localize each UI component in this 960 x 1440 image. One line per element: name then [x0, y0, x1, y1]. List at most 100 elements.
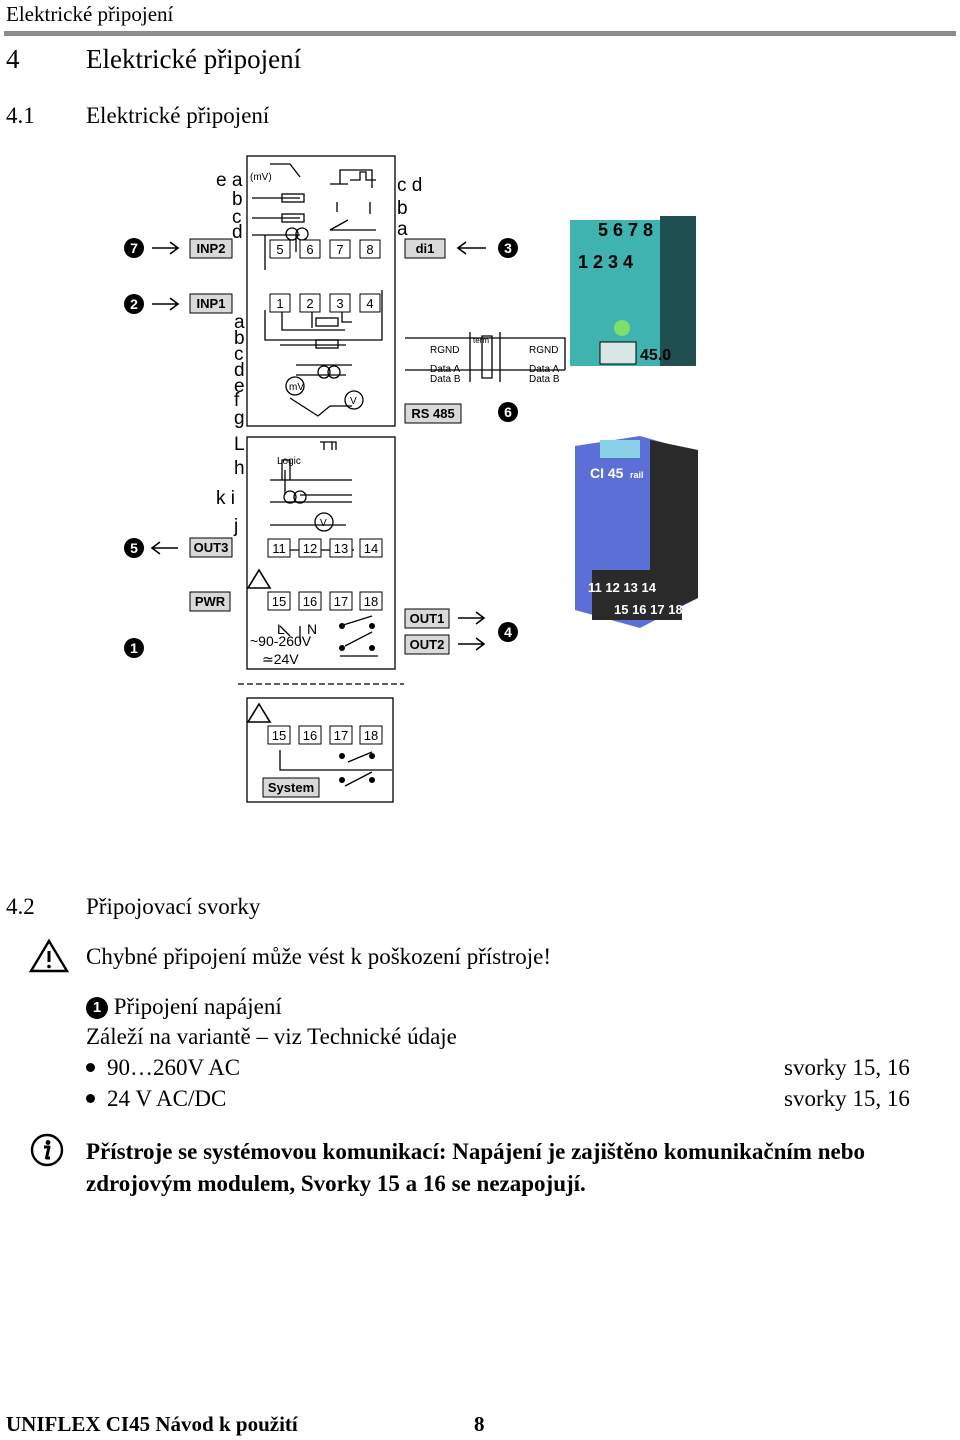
- power-marker: 1: [86, 997, 108, 1019]
- subsection-title: Elektrické připojení: [86, 103, 270, 128]
- device-image-bottom: [575, 436, 698, 628]
- letter-inp1-d: d: [234, 360, 245, 381]
- terminal-14: 14: [364, 541, 378, 556]
- letter-out3-ki: k i: [216, 488, 235, 509]
- device-numbers-bottom: 15 16 17 18: [614, 602, 683, 617]
- letter-b-right: b: [397, 198, 408, 219]
- letter-inp1-g: g: [234, 408, 245, 429]
- label-data-b-left: Data B: [430, 374, 461, 385]
- device-display: 45.0: [640, 347, 671, 364]
- power-intro: Záleží na variantě – viz Technické údaje: [86, 1024, 457, 1049]
- letter-out3-j: j: [233, 516, 238, 537]
- marker-2: 2: [130, 296, 138, 312]
- bullet-dot: [86, 1094, 95, 1103]
- label-ac-range: ~90-260V: [250, 633, 312, 649]
- letter-inp1-a: a: [234, 312, 245, 333]
- device-top-numbers: 5 6 7 8: [598, 220, 653, 240]
- badge-pwr: PWR: [195, 594, 226, 609]
- letter-a-right: a: [397, 219, 408, 240]
- terminal-1: 1: [276, 296, 283, 311]
- terminal-16: 16: [303, 594, 317, 609]
- footer: UNIFLEX CI45 Návod k použití: [6, 1412, 298, 1437]
- wiring-diagram: 7 2 3 5 1 6 4 INP2 INP1 di1 RS 485 OUT3 …: [124, 155, 698, 803]
- system-terminal-17: 17: [334, 728, 348, 743]
- warning-icon: [28, 938, 70, 973]
- letter-out3-h: h: [234, 458, 245, 479]
- power-item-terminals: svorky 15, 16: [784, 1086, 910, 1111]
- power-item-label: 24 V AC/DC: [107, 1086, 227, 1111]
- label-rgnd-right: RGND: [529, 345, 558, 356]
- marker-3: 3: [504, 240, 512, 256]
- badge-out1: OUT1: [410, 611, 445, 626]
- label-data-b-right: Data B: [529, 374, 560, 385]
- footer-manual: Návod k použití: [155, 1412, 298, 1436]
- letter-inp1-b: b: [234, 328, 245, 349]
- subsection-number: 4.1: [6, 103, 35, 128]
- subsection2-number: 4.2: [6, 894, 35, 919]
- letter-out3-l: L: [234, 434, 245, 455]
- system-terminal-18: 18: [364, 728, 378, 743]
- marker-4: 4: [504, 624, 512, 640]
- terminal-18: 18: [364, 594, 378, 609]
- label-v: V: [350, 396, 357, 407]
- label-data-a-left: Data A: [430, 364, 460, 375]
- label-mv-small: (mV): [250, 172, 272, 183]
- terminal-8: 8: [366, 242, 373, 257]
- terminal-17: 17: [334, 594, 348, 609]
- device-bottom-numbers: 1 2 3 4: [578, 252, 633, 272]
- label-mv: mV: [289, 382, 304, 393]
- terminal-4: 4: [366, 296, 373, 311]
- label-logic: Logic: [277, 456, 301, 467]
- label-v-out3: V: [320, 518, 327, 529]
- terminal-7: 7: [336, 242, 343, 257]
- badge-out3: OUT3: [194, 540, 229, 555]
- terminal-2: 2: [306, 296, 313, 311]
- terminal-3: 3: [336, 296, 343, 311]
- badge-inp1: INP1: [197, 296, 226, 311]
- letter-ea: e a: [216, 170, 243, 191]
- system-terminal-15: 15: [272, 728, 286, 743]
- letter-inp1-e: e: [234, 376, 245, 397]
- marker-1: 1: [130, 640, 138, 656]
- header-rule: [4, 31, 956, 36]
- info-icon: [30, 1133, 64, 1167]
- badge-rs485: RS 485: [411, 406, 454, 421]
- device-rail: rail: [630, 470, 644, 480]
- terminal-15: 15: [272, 594, 286, 609]
- bullet-dot: [86, 1063, 95, 1072]
- terminal-12: 12: [303, 541, 317, 556]
- label-rgnd-left: RGND: [430, 345, 459, 356]
- letter-c: c: [232, 207, 242, 228]
- letter-inp1-f: f: [234, 390, 240, 411]
- warning-text: Chybné připojení může vést k poškození p…: [86, 944, 552, 969]
- footer-product: UNIFLEX CI45: [6, 1412, 151, 1436]
- device-numbers-top: 11 12 13 14: [588, 580, 657, 595]
- power-item-terminals: svorky 15, 16: [784, 1055, 910, 1080]
- marker-6: 6: [504, 404, 512, 420]
- marker-5: 5: [130, 540, 138, 556]
- terminal-13: 13: [334, 541, 348, 556]
- badge-out2: OUT2: [410, 637, 445, 652]
- label-dc: ≃24V: [262, 651, 299, 667]
- letter-inp1-c: c: [234, 344, 244, 365]
- badge-inp2: INP2: [197, 241, 226, 256]
- page-number: 8: [474, 1412, 485, 1436]
- letter-cd: c d: [397, 175, 422, 196]
- marker-7: 7: [130, 240, 138, 256]
- label-data-a-right: Data A: [529, 364, 559, 375]
- subsection2-title: Připojovací svorky: [86, 894, 261, 919]
- section-number: 4: [6, 44, 20, 74]
- label-pwr-n: N: [307, 621, 317, 637]
- section-title: Elektrické připojení: [86, 44, 302, 74]
- power-item: 90…260V AC: [86, 1055, 240, 1081]
- power-heading-row: 1 Připojení napájení: [86, 994, 282, 1020]
- badge-system: System: [268, 780, 314, 795]
- label-pwr-l: L: [277, 621, 285, 637]
- badge-di1: di1: [416, 241, 435, 256]
- letter-d: d: [232, 222, 243, 243]
- terminal-11: 11: [272, 541, 286, 556]
- power-item-label: 90…260V AC: [107, 1055, 241, 1080]
- device-image-top: [570, 216, 696, 366]
- device-brand: CI 45: [590, 465, 624, 481]
- power-item: 24 V AC/DC: [86, 1086, 226, 1112]
